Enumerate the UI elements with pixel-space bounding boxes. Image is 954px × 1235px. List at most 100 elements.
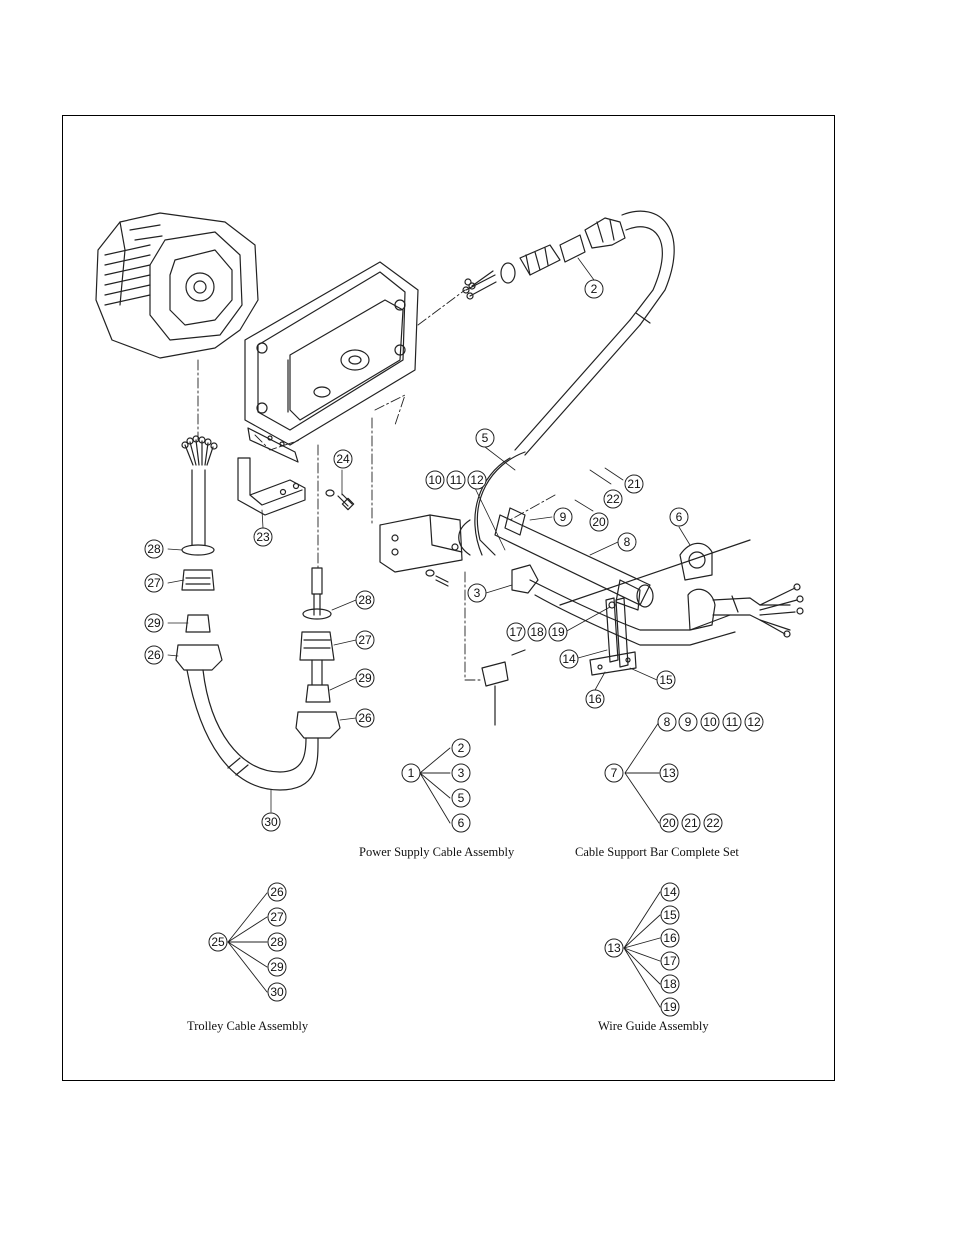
power-cable-gland <box>462 210 675 456</box>
svg-text:3: 3 <box>458 766 465 780</box>
power-tree-item: 6 <box>451 813 471 833</box>
svg-text:11: 11 <box>726 715 739 729</box>
callout-16: 16 <box>585 689 605 709</box>
svg-text:13: 13 <box>607 941 621 955</box>
svg-text:20: 20 <box>592 515 606 529</box>
callout-10: 10 <box>425 470 445 490</box>
support-tree-item: 22 <box>703 813 723 833</box>
callout-9: 9 <box>553 507 573 527</box>
svg-text:26: 26 <box>270 885 284 899</box>
svg-text:28: 28 <box>270 935 284 949</box>
callout-20: 20 <box>589 512 609 532</box>
callout-left-26: 26 <box>144 645 164 665</box>
svg-text:21: 21 <box>684 816 698 830</box>
power-tree-root: 1 <box>401 763 421 783</box>
svg-text:29: 29 <box>358 671 372 685</box>
trolley-tree-item: 29 <box>267 957 287 977</box>
support-tree-item: 21 <box>681 813 701 833</box>
callout-3: 3 <box>467 583 487 603</box>
power-tree-item: 2 <box>451 738 471 758</box>
svg-text:6: 6 <box>676 510 683 524</box>
svg-text:20: 20 <box>662 816 676 830</box>
svg-text:2: 2 <box>458 741 465 755</box>
guide-tree-item: 19 <box>660 997 680 1017</box>
callout-5: 5 <box>475 428 495 448</box>
trolley-cable-right <box>295 567 341 739</box>
svg-text:8: 8 <box>624 535 631 549</box>
support-tree-item: 10 <box>700 712 720 732</box>
svg-text:27: 27 <box>147 576 161 590</box>
guide-tree-item: 18 <box>660 974 680 994</box>
wire-guide <box>481 597 637 726</box>
guide-tree-item: 14 <box>660 882 680 902</box>
svg-text:24: 24 <box>336 452 350 466</box>
svg-text:10: 10 <box>703 715 717 729</box>
assembly-tree-lines <box>227 721 661 1008</box>
svg-text:26: 26 <box>358 711 372 725</box>
svg-text:14: 14 <box>562 652 576 666</box>
caption-cable-support: Cable Support Bar Complete Set <box>575 845 739 859</box>
callout-11: 11 <box>446 470 466 490</box>
svg-text:27: 27 <box>358 633 372 647</box>
callout-12: 12 <box>467 470 487 490</box>
svg-text:9: 9 <box>560 510 567 524</box>
svg-text:5: 5 <box>482 431 489 445</box>
svg-text:29: 29 <box>147 616 161 630</box>
callout-14: 14 <box>559 649 579 669</box>
trolley-tree-root: 25 <box>208 932 228 952</box>
guide-tree-item: 15 <box>660 905 680 925</box>
junction-box <box>244 261 419 463</box>
trolley-tree-item: 28 <box>267 932 287 952</box>
caption-power-supply: Power Supply Cable Assembly <box>359 845 515 859</box>
screw-24 <box>325 489 355 511</box>
support-tree-item: 8 <box>657 712 677 732</box>
svg-text:18: 18 <box>530 625 544 639</box>
svg-text:28: 28 <box>147 542 161 556</box>
svg-text:23: 23 <box>256 530 270 544</box>
svg-text:18: 18 <box>663 977 677 991</box>
callout-right-29: 29 <box>355 668 375 688</box>
guide-tree-item: 17 <box>660 951 680 971</box>
svg-text:29: 29 <box>270 960 284 974</box>
svg-text:5: 5 <box>458 791 465 805</box>
svg-text:2: 2 <box>591 282 598 296</box>
callout-6: 6 <box>669 507 689 527</box>
svg-text:12: 12 <box>470 473 484 487</box>
power-tree-item: 5 <box>451 788 471 808</box>
callout-8: 8 <box>617 532 637 552</box>
svg-text:8: 8 <box>664 715 671 729</box>
svg-text:1: 1 <box>408 766 415 780</box>
svg-text:13: 13 <box>662 766 676 780</box>
trolley-clamp-6 <box>559 539 804 638</box>
svg-text:10: 10 <box>428 473 442 487</box>
svg-text:15: 15 <box>663 908 677 922</box>
callout-21: 21 <box>624 474 644 494</box>
support-tree-item: 20 <box>659 813 679 833</box>
svg-text:11: 11 <box>450 473 463 487</box>
svg-text:19: 19 <box>551 625 565 639</box>
guide-tree-item: 16 <box>660 928 680 948</box>
svg-text:7: 7 <box>611 766 618 780</box>
svg-text:9: 9 <box>685 715 692 729</box>
callout-left-29: 29 <box>144 613 164 633</box>
power-tree-item: 3 <box>451 763 471 783</box>
callout-2: 2 <box>584 279 604 299</box>
support-tree-item: 9 <box>678 712 698 732</box>
svg-text:17: 17 <box>663 954 677 968</box>
callout-23: 23 <box>253 527 273 547</box>
guide-tree-root: 13 <box>604 938 624 958</box>
svg-text:26: 26 <box>147 648 161 662</box>
svg-text:3: 3 <box>474 586 481 600</box>
svg-text:30: 30 <box>270 985 284 999</box>
callout-15: 15 <box>656 670 676 690</box>
svg-text:19: 19 <box>663 1000 677 1014</box>
trolley-tree-item: 27 <box>267 907 287 927</box>
hoist-motor-housing <box>95 212 259 359</box>
svg-text:16: 16 <box>663 931 677 945</box>
svg-text:17: 17 <box>509 625 523 639</box>
bracket-23 <box>237 457 306 516</box>
support-tree-item: 11 <box>722 712 742 732</box>
trolley-cable-left <box>175 435 319 791</box>
callout-18: 18 <box>527 622 547 642</box>
